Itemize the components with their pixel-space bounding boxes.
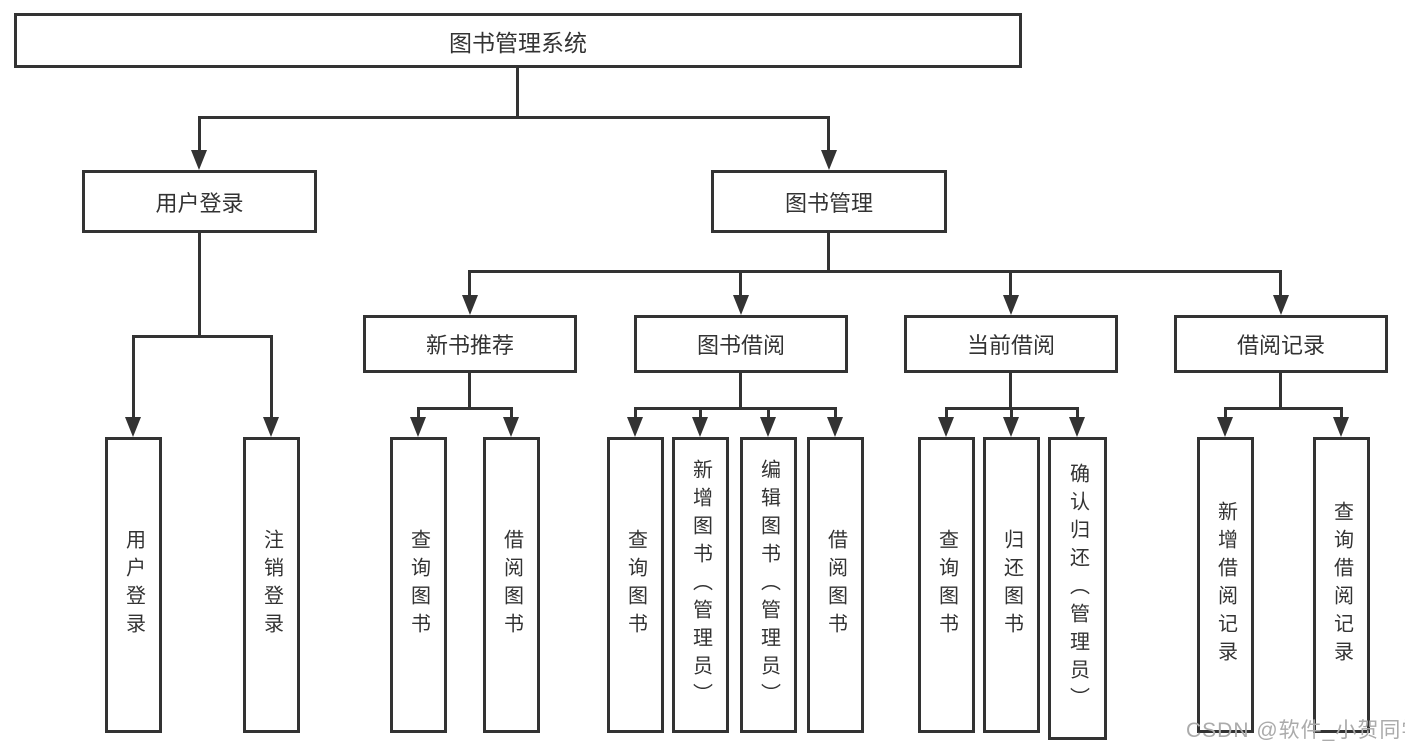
leaf-query-book-recommend-label: 查询图书 bbox=[407, 529, 430, 641]
leaf-borrow-book-label: 借阅图书 bbox=[824, 529, 847, 641]
connector-arrowhead bbox=[1003, 417, 1019, 437]
node-new-book-recommend: 新书推荐 bbox=[363, 315, 577, 373]
leaf-add-borrow-record: 新增借阅记录 bbox=[1197, 437, 1254, 733]
connector-vline bbox=[468, 270, 471, 297]
leaf-logout-label: 注销登录 bbox=[260, 529, 283, 641]
node-borrow-records-label: 借阅记录 bbox=[1236, 333, 1325, 358]
leaf-edit-book-admin-label: 编辑图书（管理员） bbox=[757, 459, 780, 711]
connector-vline bbox=[1009, 270, 1012, 297]
connector-arrowhead bbox=[692, 417, 708, 437]
node-user-login-label: 用户登录 bbox=[155, 190, 244, 216]
connector-vline bbox=[1224, 407, 1227, 419]
connector-arrowhead bbox=[191, 150, 207, 170]
connector-arrowhead bbox=[1333, 417, 1349, 437]
connector-vline bbox=[198, 231, 201, 338]
connector-hline bbox=[417, 407, 513, 410]
leaf-query-book-recommend: 查询图书 bbox=[390, 437, 447, 733]
connector-arrowhead bbox=[733, 295, 749, 315]
node-book-borrow: 图书借阅 bbox=[634, 315, 848, 373]
connector-arrowhead bbox=[938, 417, 954, 437]
connector-arrowhead bbox=[1069, 417, 1085, 437]
node-borrow-records: 借阅记录 bbox=[1174, 315, 1388, 373]
node-library-system: 图书管理系统 bbox=[14, 13, 1022, 68]
connector-vline bbox=[1279, 371, 1282, 410]
connector-arrowhead bbox=[125, 417, 141, 437]
connector-vline bbox=[767, 407, 770, 419]
node-user-login: 用户登录 bbox=[82, 170, 317, 233]
leaf-query-book-current: 查询图书 bbox=[918, 437, 975, 733]
connector-arrowhead bbox=[827, 417, 843, 437]
leaf-return-book-label: 归还图书 bbox=[1000, 529, 1023, 641]
connector-vline bbox=[1279, 270, 1282, 297]
leaf-logout: 注销登录 bbox=[243, 437, 300, 733]
connector-vline bbox=[516, 66, 519, 119]
connector-arrowhead bbox=[1217, 417, 1233, 437]
leaf-query-book-borrow-label: 查询图书 bbox=[624, 529, 647, 641]
connector-vline bbox=[834, 407, 837, 419]
connector-vline bbox=[510, 407, 513, 419]
node-library-system-label: 图书管理系统 bbox=[449, 29, 587, 56]
leaf-borrow-book-recommend-label: 借阅图书 bbox=[500, 529, 523, 641]
connector-vline bbox=[270, 335, 273, 419]
leaf-return-book: 归还图书 bbox=[983, 437, 1040, 733]
connector-vline bbox=[1340, 407, 1343, 419]
leaf-query-borrow-record-label: 查询借阅记录 bbox=[1330, 501, 1353, 669]
connector-vline bbox=[945, 407, 948, 419]
node-current-borrow: 当前借阅 bbox=[904, 315, 1118, 373]
connector-vline bbox=[1076, 407, 1079, 419]
leaf-query-book-current-label: 查询图书 bbox=[935, 529, 958, 641]
connector-vline bbox=[739, 270, 742, 297]
connector-arrowhead bbox=[263, 417, 279, 437]
connector-arrowhead bbox=[462, 295, 478, 315]
leaf-edit-book-admin: 编辑图书（管理员） bbox=[740, 437, 797, 733]
connector-vline bbox=[739, 371, 742, 410]
connector-arrowhead bbox=[503, 417, 519, 437]
node-new-book-recommend-label: 新书推荐 bbox=[425, 333, 514, 358]
leaf-add-borrow-record-label: 新增借阅记录 bbox=[1214, 501, 1237, 669]
connector-vline bbox=[468, 371, 471, 410]
node-book-management: 图书管理 bbox=[711, 170, 947, 233]
leaf-user-login-label: 用户登录 bbox=[122, 529, 145, 641]
node-book-borrow-label: 图书借阅 bbox=[696, 333, 785, 358]
leaf-confirm-return-admin-label: 确认归还（管理员） bbox=[1066, 462, 1089, 715]
leaf-add-book-admin: 新增图书（管理员） bbox=[672, 437, 729, 733]
connector-arrowhead bbox=[821, 150, 837, 170]
node-current-borrow-label: 当前借阅 bbox=[966, 333, 1055, 358]
connector-hline bbox=[634, 407, 837, 410]
connector-arrowhead bbox=[1003, 295, 1019, 315]
connector-vline bbox=[699, 407, 702, 419]
leaf-add-book-admin-label: 新增图书（管理员） bbox=[689, 459, 712, 711]
csdn-watermark: CSDN @软件_小贺同学 bbox=[1186, 719, 1405, 742]
connector-hline bbox=[132, 335, 273, 338]
leaf-borrow-book-recommend: 借阅图书 bbox=[483, 437, 540, 733]
connector-vline bbox=[827, 116, 830, 152]
connector-arrowhead bbox=[760, 417, 776, 437]
node-book-management-label: 图书管理 bbox=[784, 190, 873, 216]
connector-hline bbox=[198, 116, 830, 119]
leaf-borrow-book: 借阅图书 bbox=[807, 437, 864, 733]
connector-vline bbox=[1010, 407, 1013, 419]
connector-vline bbox=[827, 231, 830, 273]
leaf-query-borrow-record: 查询借阅记录 bbox=[1313, 437, 1370, 733]
connector-vline bbox=[417, 407, 420, 419]
connector-hline bbox=[468, 270, 1282, 273]
connector-vline bbox=[634, 407, 637, 419]
connector-vline bbox=[1009, 371, 1012, 410]
connector-hline bbox=[1224, 407, 1343, 410]
connector-arrowhead bbox=[627, 417, 643, 437]
leaf-user-login: 用户登录 bbox=[105, 437, 162, 733]
leaf-confirm-return-admin: 确认归还（管理员） bbox=[1048, 437, 1107, 740]
connector-arrowhead bbox=[410, 417, 426, 437]
connector-arrowhead bbox=[1273, 295, 1289, 315]
connector-vline bbox=[132, 335, 135, 419]
leaf-query-book-borrow: 查询图书 bbox=[607, 437, 664, 733]
connector-vline bbox=[198, 116, 201, 152]
